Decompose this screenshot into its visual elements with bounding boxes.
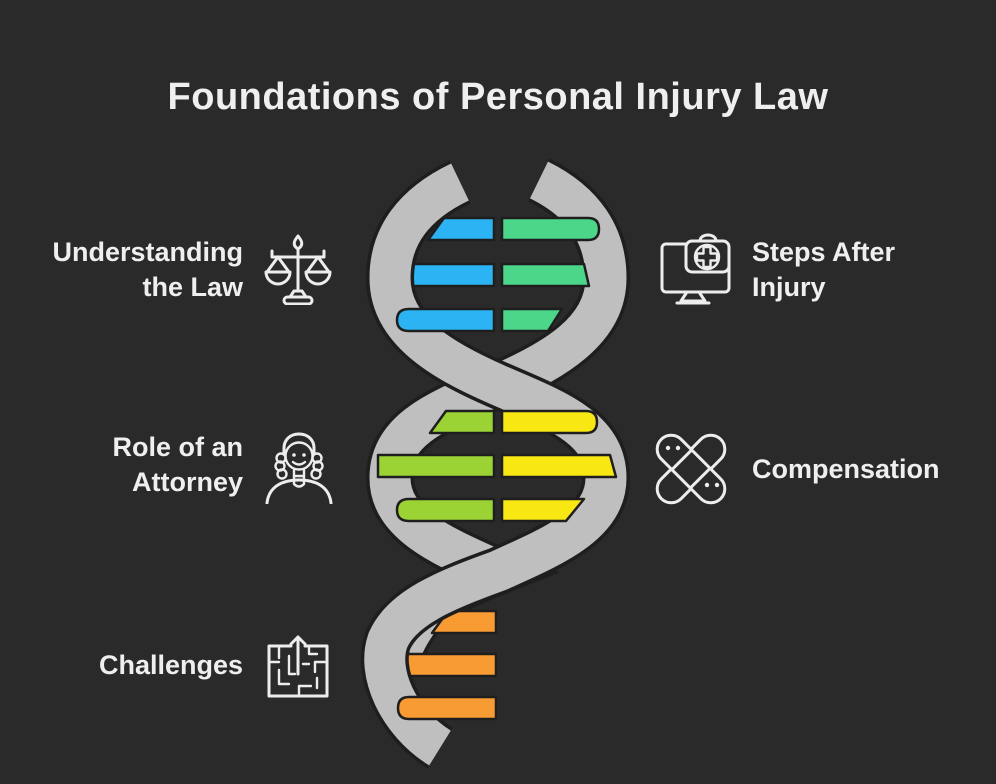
label-line: Challenges bbox=[98, 650, 243, 680]
dna-rungs-caps bbox=[395, 216, 618, 721]
scales-of-justice-icon bbox=[264, 234, 332, 305]
maze-icon bbox=[267, 635, 329, 698]
label-line: Role of an bbox=[112, 432, 243, 462]
label-line: Attorney bbox=[131, 467, 243, 497]
label-role-of-attorney: Role of an Attorney bbox=[112, 430, 243, 500]
label-line: Injury bbox=[752, 272, 826, 302]
label-understanding-the-law: Understanding the Law bbox=[52, 235, 243, 305]
dna-rungs-base bbox=[376, 216, 591, 678]
crossed-bandages-icon bbox=[655, 433, 727, 505]
label-steps-after-injury: Steps After Injury bbox=[752, 235, 895, 305]
label-compensation: Compensation bbox=[752, 452, 940, 487]
label-line: Steps After bbox=[752, 237, 896, 267]
monitor-first-aid-icon bbox=[660, 233, 731, 305]
label-challenges: Challenges bbox=[99, 648, 243, 683]
label-line: the Law bbox=[142, 272, 243, 302]
page-title: Foundations of Personal Injury Law bbox=[167, 76, 829, 118]
label-line: Understanding bbox=[52, 237, 243, 267]
attorney-icon bbox=[265, 432, 333, 504]
label-line: Compensation bbox=[752, 454, 940, 484]
